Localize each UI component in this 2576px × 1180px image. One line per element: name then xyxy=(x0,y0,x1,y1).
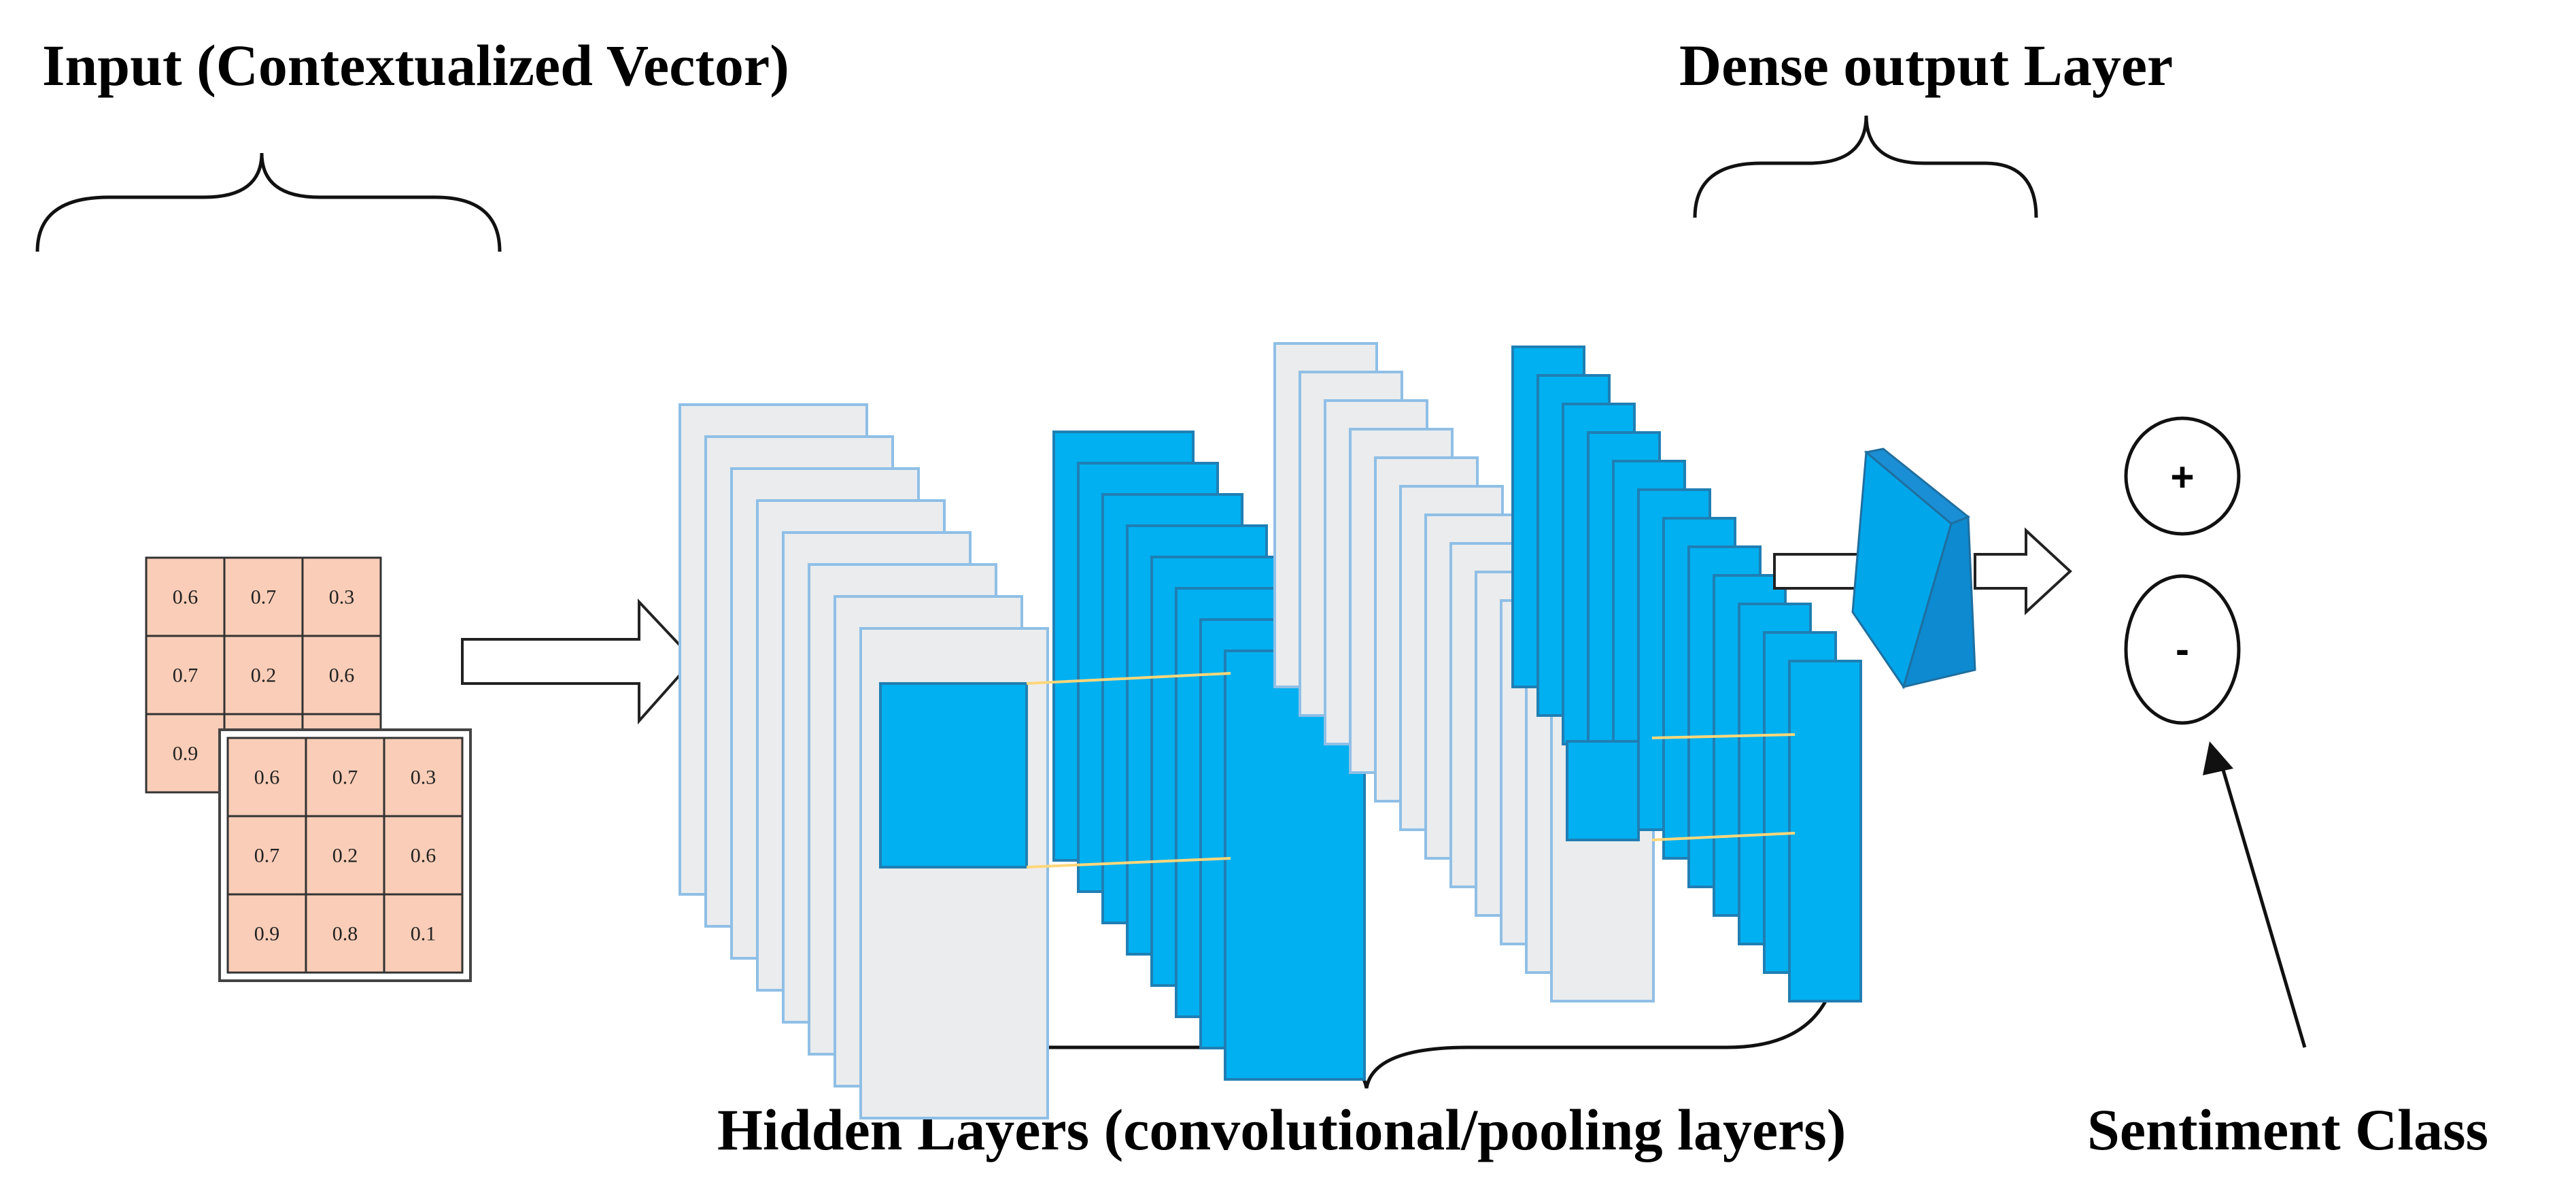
matrix-cell-value: 0.6 xyxy=(329,664,355,687)
matrix-cell xyxy=(226,893,307,974)
matrix-cell-value: 0.7 xyxy=(332,766,358,789)
conv1-kernel-window xyxy=(879,682,1028,869)
matrix-cell xyxy=(383,893,464,974)
matrix-cell-value: 0.9 xyxy=(173,743,199,765)
matrix-cell-value: 0.1 xyxy=(411,923,436,945)
matrix-cell-value: 0.3 xyxy=(329,586,355,609)
sentiment-pointer-line xyxy=(2218,758,2307,1048)
matrix-cell-value: 0.7 xyxy=(251,586,277,609)
dense-output-brace xyxy=(1693,115,2038,218)
input-label: Input (Contextualized Vector) xyxy=(42,33,789,98)
conv1-connector-top xyxy=(1026,672,1231,685)
matrix-cell-value: 0.7 xyxy=(254,845,280,867)
matrix-cell xyxy=(223,556,304,637)
sentiment-class-label: Sentiment Class xyxy=(2087,1097,2488,1162)
conv2-connector-top xyxy=(1651,733,1796,739)
positive-sign: + xyxy=(2170,454,2194,500)
matrix-cell-value: 0.6 xyxy=(411,845,436,867)
conv2-kernel-window xyxy=(1566,740,1640,841)
matrix-cell-value: 0.6 xyxy=(254,766,280,789)
dense-output-arrow-icon xyxy=(1974,527,2072,616)
matrix-cell-value: 0.3 xyxy=(411,766,436,789)
dense-output-label: Dense output Layer xyxy=(1679,33,2173,98)
conv1-connector-bottom xyxy=(1026,857,1231,869)
input-matrix-front: 0.6 0.7 0.3 0.7 0.2 0.6 0.9 0.8 0.1 xyxy=(218,728,472,982)
matrix-cell xyxy=(383,815,464,896)
matrix-cell xyxy=(305,893,385,974)
matrix-cell xyxy=(226,815,307,896)
matrix-cell xyxy=(145,713,226,794)
sentiment-pointer-arrowhead-icon xyxy=(2203,741,2233,775)
negative-sign: - xyxy=(2176,626,2189,672)
matrix-cell xyxy=(305,815,385,896)
conv2-connector-bottom xyxy=(1651,832,1796,841)
matrix-cell-value: 0.7 xyxy=(173,664,199,687)
matrix-cell-value: 0.9 xyxy=(254,923,280,945)
matrix-cell xyxy=(383,737,464,817)
matrix-cell xyxy=(223,635,304,715)
input-arrow-icon xyxy=(461,598,695,725)
positive-class-node: + xyxy=(2124,416,2241,536)
matrix-cell-value: 0.2 xyxy=(251,664,277,687)
matrix-cell xyxy=(145,556,226,637)
matrix-cell-value: 0.6 xyxy=(173,586,199,609)
input-brace xyxy=(35,152,502,252)
feature-map xyxy=(1788,660,1862,1002)
matrix-cell-value: 0.8 xyxy=(332,923,358,945)
negative-class-node: - xyxy=(2124,574,2241,725)
dense-layer-block xyxy=(1851,448,1976,690)
matrix-cell-value: 0.2 xyxy=(332,845,358,867)
